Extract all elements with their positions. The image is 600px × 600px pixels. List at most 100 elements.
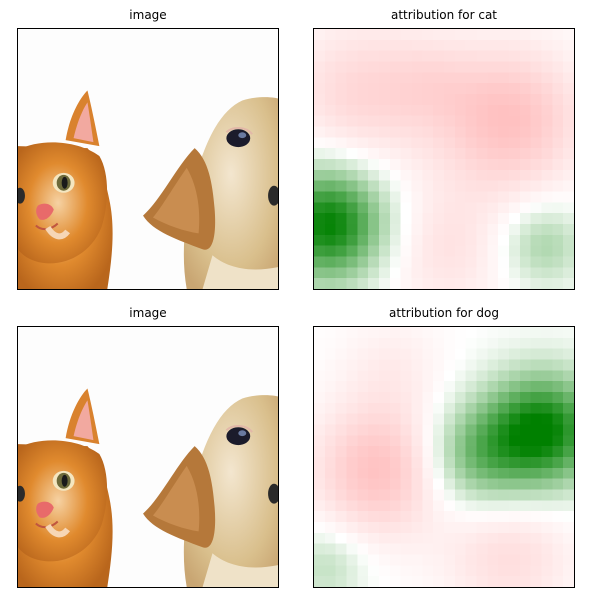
heatmap-cell (444, 467, 456, 480)
heatmap-cell (509, 267, 521, 279)
heatmap-cell (411, 457, 423, 469)
heatmap-cell (465, 169, 478, 182)
heatmap-cell (357, 245, 369, 258)
heatmap-cell (454, 169, 467, 182)
heatmap-cell (411, 61, 423, 73)
heatmap-cell (552, 446, 564, 458)
heatmap-cell (476, 576, 488, 587)
heatmap-cell (541, 29, 553, 41)
heatmap-cell (552, 511, 564, 523)
heatmap-cell (389, 29, 402, 41)
heatmap-cell (346, 435, 358, 447)
heatmap-cell (498, 224, 510, 236)
heatmap-cell (465, 435, 478, 447)
heatmap-cell (411, 435, 423, 447)
heatmap-cell (563, 104, 574, 117)
heatmap-cell (346, 137, 358, 149)
heatmap-cell (346, 370, 358, 382)
heatmap-cell (454, 94, 467, 106)
heatmap-cell (509, 39, 521, 52)
heatmap-cell (379, 234, 391, 247)
heatmap-cell (509, 500, 521, 512)
heatmap-cell (335, 267, 348, 279)
heatmap-cell (335, 413, 348, 426)
heatmap-cell (433, 522, 445, 534)
heatmap-cell (563, 457, 574, 469)
heatmap-cell (346, 256, 358, 268)
heatmap-cell (346, 50, 358, 63)
heatmap-cell (498, 337, 510, 350)
heatmap-cell (465, 245, 478, 258)
heatmap-cell (324, 278, 337, 289)
heatmap-cell (346, 381, 358, 393)
heatmap-cell (530, 500, 543, 512)
heatmap-cell (563, 500, 574, 512)
heatmap-cell (422, 457, 434, 469)
heatmap-cell (314, 348, 326, 361)
heatmap-cell (530, 61, 543, 73)
heatmap-cell (411, 402, 423, 415)
heatmap-cell (389, 159, 402, 171)
puppy-eye-highlight (238, 132, 247, 139)
heatmap-cell (476, 104, 488, 117)
heatmap-cell (357, 202, 369, 214)
heatmap-cell (519, 191, 532, 203)
heatmap-cell (433, 359, 445, 371)
heatmap-cell (487, 478, 499, 491)
heatmap-cell (519, 576, 532, 587)
heatmap-cell (324, 576, 337, 587)
heatmap-cell (552, 457, 564, 469)
heatmap-cell (324, 478, 337, 491)
heatmap-cell (357, 467, 369, 480)
heatmap-cell (476, 148, 488, 160)
heatmap-cell (454, 532, 467, 545)
heatmap-cell (400, 126, 413, 138)
heatmap-cell (476, 522, 488, 534)
heatmap-cell (368, 359, 380, 371)
heatmap-cell (324, 392, 337, 404)
heatmap-cell (444, 435, 456, 447)
heatmap-cell (530, 381, 543, 393)
heatmap-cell (368, 137, 380, 149)
heatmap-cell (433, 202, 445, 214)
heatmap-cell (509, 83, 521, 95)
heatmap-cell (487, 83, 499, 95)
heatmap-cell (389, 478, 402, 491)
heatmap-cell (476, 267, 488, 279)
puppy-nose (268, 185, 278, 206)
heatmap-cell (314, 522, 326, 534)
heatmap-cell (324, 424, 337, 436)
heatmap-cell (433, 94, 445, 106)
heatmap-cell (400, 446, 413, 458)
heatmap-cell (465, 402, 478, 415)
heatmap-cell (476, 159, 488, 171)
heatmap-cell (389, 234, 402, 247)
heatmap-cell (519, 50, 532, 63)
heatmap-cell (541, 39, 553, 52)
heatmap-cell (422, 424, 434, 436)
heatmap-cell (379, 522, 391, 534)
puppy (143, 395, 278, 587)
heatmap-cell (498, 522, 510, 534)
heatmap-cell (444, 137, 456, 149)
heatmap-cell (519, 532, 532, 545)
heatmap-cell (552, 424, 564, 436)
heatmap-cell (335, 532, 348, 545)
heatmap-cell (335, 104, 348, 117)
heatmap-cell (541, 435, 553, 447)
heatmap-cell (530, 83, 543, 95)
heatmap-cell (389, 267, 402, 279)
heatmap-cell (552, 202, 564, 214)
heatmap-cell (454, 148, 467, 160)
heatmap-cell (454, 435, 467, 447)
heatmap-cell (530, 213, 543, 225)
heatmap-cell (346, 402, 358, 415)
heatmap-cell (487, 115, 499, 128)
heatmap-cell (530, 576, 543, 587)
heatmap-cell (465, 532, 478, 545)
heatmap-cell (541, 424, 553, 436)
heatmap-cell (314, 159, 326, 171)
heatmap-cell (552, 50, 564, 63)
heatmap-cell (498, 327, 510, 339)
heatmap-cell (465, 83, 478, 95)
